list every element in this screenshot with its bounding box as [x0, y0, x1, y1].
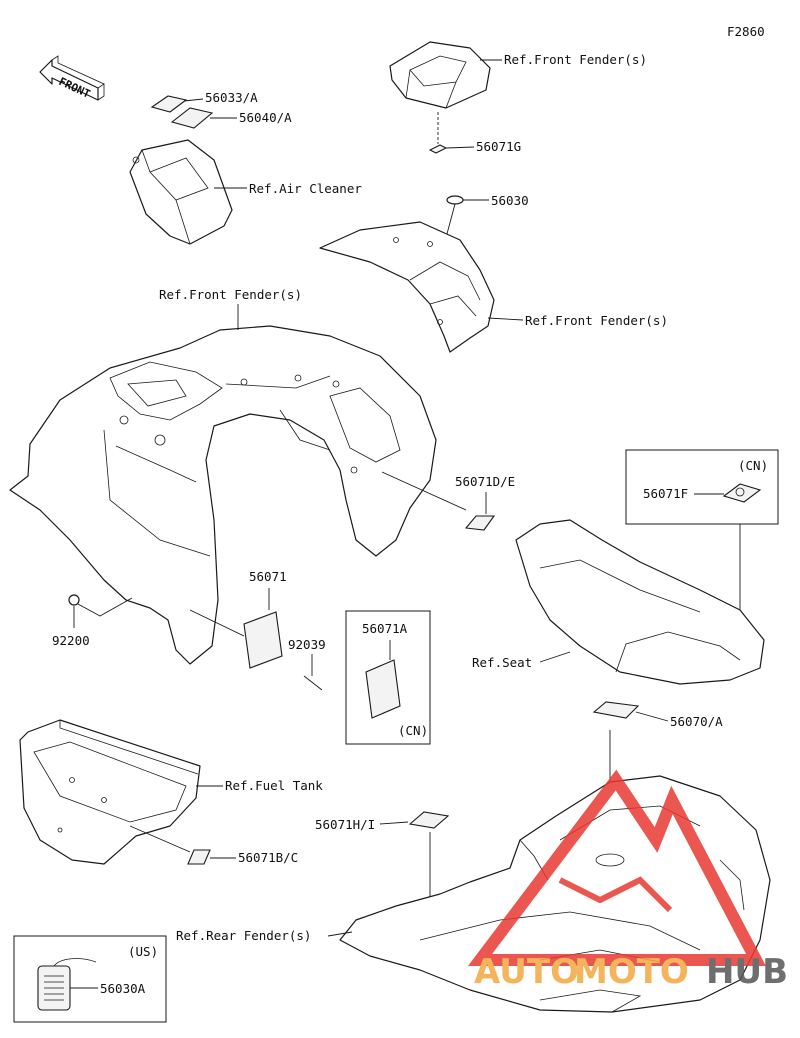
label-front-fender-main: Ref.Front Fender(s) — [159, 287, 302, 302]
front-fender-top-cover — [389, 41, 491, 109]
label-56070a-shape — [592, 701, 640, 719]
label-56071g: 56071G — [476, 139, 521, 154]
label-56071f: 56071F — [643, 486, 688, 501]
cn-box-56071a — [345, 610, 431, 745]
grommet-56030 — [446, 195, 464, 205]
label-56071g-shape — [428, 144, 448, 154]
fuel-tank-cover — [19, 719, 201, 865]
front-fender-main — [9, 325, 437, 665]
label-cn-2: (CN) — [738, 458, 768, 473]
label-cn-1: (CN) — [398, 723, 428, 738]
label-56071a-shape — [365, 659, 401, 719]
label-92039: 92039 — [288, 637, 326, 652]
label-56030: 56030 — [491, 193, 529, 208]
seat — [515, 519, 765, 685]
tag-56030a — [37, 958, 97, 1011]
label-56033a-shape — [150, 95, 188, 113]
watermark-part3: HUB — [706, 952, 788, 992]
front-fender-side-panel — [319, 221, 495, 353]
watermark-part1: AUTO — [474, 952, 579, 992]
us-box-56030a — [13, 935, 167, 1023]
cn-box-56071f — [625, 449, 779, 525]
label-56071f-shape — [722, 483, 762, 503]
label-air-cleaner: Ref.Air Cleaner — [249, 181, 362, 196]
label-56071hi-shape — [408, 811, 450, 829]
label-56040a-shape — [170, 107, 214, 129]
watermark: AUTO MOTO HUB — [467, 769, 788, 992]
label-seat: Ref.Seat — [472, 655, 532, 670]
label-56071de: 56071D/E — [455, 474, 515, 489]
label-56071bc-shape — [187, 849, 211, 865]
air-cleaner-cover — [129, 139, 233, 245]
label-front-fender-right: Ref.Front Fender(s) — [525, 313, 668, 328]
label-us: (US) — [128, 944, 158, 959]
figure-code: F2860 — [727, 24, 765, 39]
front-arrow-icon: FRONT — [39, 55, 105, 101]
label-56071hi: 56071H/I — [315, 817, 375, 832]
watermark-part2: MOTO — [574, 952, 689, 992]
label-56033a: 56033/A — [205, 90, 258, 105]
label-56070a: 56070/A — [670, 714, 723, 729]
label-56071a: 56071A — [362, 621, 408, 636]
label-56071bc: 56071B/C — [238, 850, 298, 865]
air-cleaner-group — [129, 95, 233, 245]
label-rear-fender: Ref.Rear Fender(s) — [176, 928, 311, 943]
label-56071-shape — [243, 611, 283, 669]
label-56040a: 56040/A — [239, 110, 292, 125]
watermark-mountain-icon — [467, 769, 766, 966]
label-56030a: 56030A — [100, 981, 146, 996]
label-front-fender-top: Ref.Front Fender(s) — [504, 52, 647, 67]
washer-92200 — [68, 594, 80, 606]
label-56071: 56071 — [249, 569, 287, 584]
label-fuel-tank: Ref.Fuel Tank — [225, 778, 323, 793]
label-56071de-shape — [464, 515, 496, 531]
label-92200: 92200 — [52, 633, 90, 648]
